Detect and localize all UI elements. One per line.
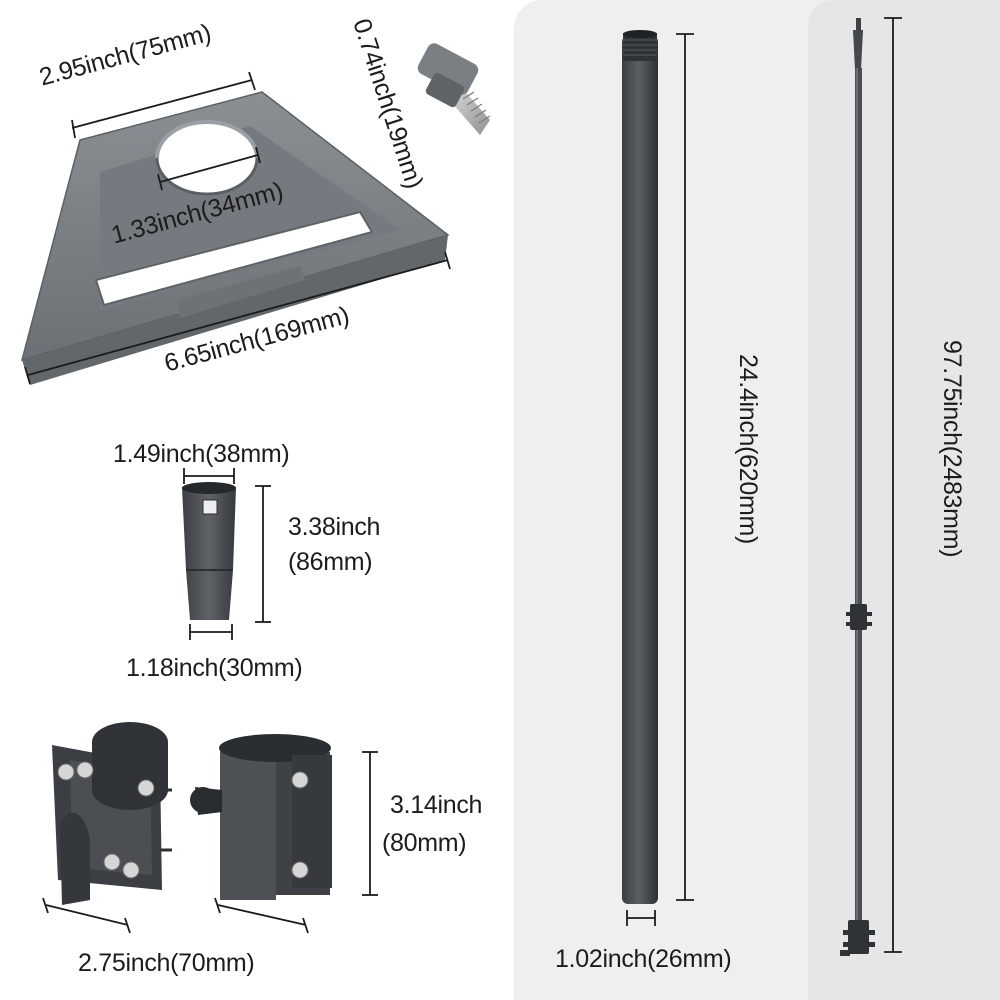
clamp-height-label-line2: (80mm) [382,829,467,857]
base-dimension-lines [24,71,451,385]
clamp-width-label: 2.75inch(70mm) [78,949,255,977]
adapter-height-label-line1: 3.38inch [288,513,381,541]
full-pole [840,18,875,956]
pole-segment [622,30,658,904]
pole-diameter-label: 1.02inch(26mm) [555,945,732,973]
adapter-top-diameter-label: 1.49inch(38mm) [113,440,290,468]
clamp-bracket-right [190,734,332,900]
clamp-height-label-line1: 3.14inch [390,791,483,819]
base-plate [20,91,450,385]
pole-segment-dimension-lines [626,33,694,926]
clamp-dimension-lines [42,751,378,934]
adapter-dimension-lines [183,468,271,640]
adapter-height-label-line2: (86mm) [288,548,373,576]
adapter-sleeve [182,482,236,620]
pole-segment-length-label: 24.4inch(620mm) [734,354,762,545]
full-pole-dimension-lines [884,17,902,953]
middle-clamp [846,604,872,630]
pole-total-length-label: 97.75inch(2483mm) [938,340,966,558]
full-pole-panel [808,0,1000,1000]
knob-screw [417,43,491,135]
adapter-bottom-diameter-label: 1.18inch(30mm) [126,654,303,682]
clamp-bracket-left [52,722,172,905]
bottom-clamp [840,920,875,956]
